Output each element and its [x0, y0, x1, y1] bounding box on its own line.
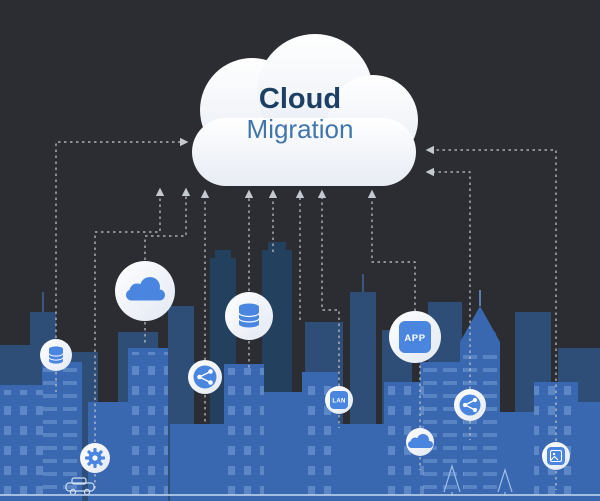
small-cloud-icon — [406, 428, 434, 456]
building-window-stripes — [42, 346, 500, 496]
lan-icon: LAN — [325, 386, 353, 414]
building-dark-tower-cap — [215, 250, 231, 258]
arrow-path — [317, 189, 340, 386]
arrow-path — [425, 167, 471, 389]
arrow-path — [94, 187, 165, 442]
cloud-shape — [192, 34, 418, 186]
image-card-icon — [542, 442, 570, 470]
app-icon: APP — [389, 311, 441, 363]
small-database-icon — [40, 339, 72, 371]
cloud-upload-icon — [115, 261, 175, 321]
building — [576, 402, 600, 501]
building-spire — [460, 306, 500, 342]
building — [170, 424, 226, 501]
app-icon-label: APP — [404, 333, 425, 344]
gear-icon — [80, 443, 110, 473]
share-icon — [188, 360, 222, 394]
arrow-path — [55, 137, 189, 338]
cloud-title-primary: Cloud — [259, 83, 341, 115]
building-dark-tower-cap — [268, 242, 286, 250]
building — [260, 392, 306, 501]
cloud-title: Cloud Migration — [247, 83, 354, 144]
share-right-icon — [454, 389, 486, 421]
street-line — [0, 494, 600, 496]
arrow-path — [367, 189, 416, 311]
antennas — [42, 274, 364, 312]
arrow-path — [425, 145, 557, 441]
dotted-arrows — [55, 137, 557, 490]
building — [498, 412, 538, 501]
cloud-title-secondary: Migration — [247, 114, 354, 144]
database-icon — [225, 292, 273, 340]
lan-icon-label: LAN — [332, 399, 345, 405]
arrow-path — [144, 187, 191, 260]
building — [336, 424, 388, 501]
